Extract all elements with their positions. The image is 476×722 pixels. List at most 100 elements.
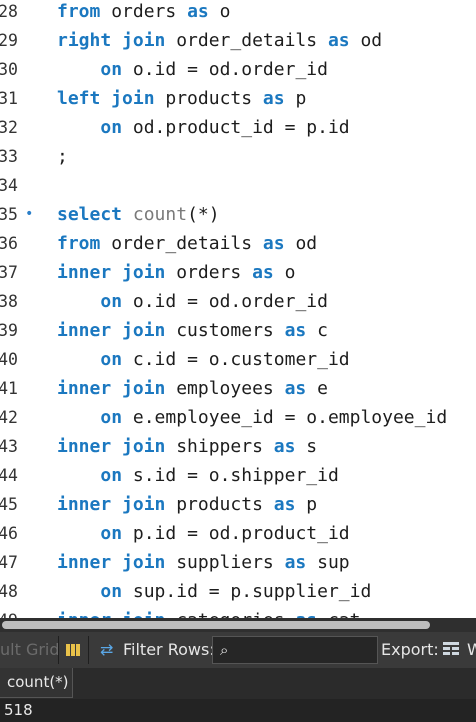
scrollbar-thumb[interactable] [2, 621, 430, 629]
code-line[interactable]: 38 on o.id = od.order_id [0, 287, 476, 316]
sql-keyword: as [273, 436, 296, 457]
code-text: inner join suppliers as sup [57, 548, 350, 577]
sql-keyword: from [57, 1, 101, 22]
export-label: Export: [381, 640, 439, 659]
line-number: 49 [0, 606, 18, 618]
sql-text: p [284, 88, 307, 109]
code-text: on o.id = od.order_id [57, 55, 328, 84]
code-text: right join order_details as od [57, 26, 382, 55]
line-number: 45 [0, 495, 18, 514]
export-table-icon[interactable] [443, 642, 459, 658]
toolbar-divider [88, 636, 89, 664]
sql-keyword: as [284, 552, 307, 573]
sql-text [57, 349, 100, 370]
sql-text: categories [165, 610, 295, 618]
sql-keyword: on [100, 523, 123, 544]
sql-text: orders [100, 1, 188, 22]
code-text: inner join customers as c [57, 316, 328, 345]
line-number: 41 [0, 379, 18, 398]
code-line[interactable]: 46 on p.id = od.product_id [0, 519, 476, 548]
filter-rows-search-box[interactable]: ⌕ [212, 636, 378, 664]
result-cell[interactable]: 518 [0, 699, 476, 722]
code-text: on s.id = o.shipper_id [57, 461, 338, 490]
code-line[interactable]: 40 on c.id = o.customer_id [0, 345, 476, 374]
sql-function: count [132, 204, 188, 225]
sql-keyword: inner join [57, 262, 166, 283]
sql-text: od [349, 30, 383, 51]
code-text: inner join orders as o [57, 258, 295, 287]
line-number: 35 [0, 205, 18, 224]
code-line[interactable]: 44 on s.id = o.shipper_id [0, 461, 476, 490]
code-line[interactable]: 32 on od.product_id = p.id [0, 113, 476, 142]
magnifier-icon: ⌕ [220, 641, 229, 659]
sql-keyword: left join [57, 88, 155, 109]
code-line[interactable]: 42 on e.employee_id = o.employee_id [0, 403, 476, 432]
code-text: on e.employee_id = o.employee_id [57, 403, 447, 432]
sql-keyword: on [100, 291, 123, 312]
sql-text: cat [317, 610, 361, 618]
code-text: ; [57, 142, 68, 171]
line-number: 33 [0, 147, 18, 166]
code-line[interactable]: 49 inner join categories as cat [0, 606, 476, 618]
sql-keyword: as [284, 378, 307, 399]
sql-keyword: select [57, 204, 123, 225]
line-number: 30 [0, 60, 18, 79]
sql-keyword: inner join [57, 610, 165, 618]
result-grid-tab[interactable]: ult Grid [0, 640, 58, 659]
code-line[interactable]: 30 on o.id = od.order_id [0, 55, 476, 84]
sql-keyword: inner join [57, 552, 166, 573]
filter-rows-input[interactable] [239, 639, 377, 663]
sql-text: products [154, 88, 263, 109]
code-line[interactable]: 29 right join order_details as od [0, 26, 476, 55]
code-line[interactable]: 34 [0, 171, 476, 200]
sql-keyword: on [100, 117, 123, 138]
sql-text [57, 59, 100, 80]
wrap-cell-button[interactable]: W [467, 640, 476, 659]
sql-keyword: as [295, 610, 317, 618]
sql-text: od.product_id = p.id [122, 117, 350, 138]
line-number: 39 [0, 321, 18, 340]
sql-text: c.id = o.customer_id [122, 349, 350, 370]
sql-keyword: as [187, 1, 209, 22]
sql-text: o.id = od.order_id [122, 291, 328, 312]
sql-keyword: as [252, 262, 274, 283]
sql-text: o [208, 1, 231, 22]
editor-horizontal-scrollbar[interactable] [0, 618, 476, 632]
line-number: 40 [0, 350, 18, 369]
sql-text [57, 407, 100, 428]
filter-refresh-icon[interactable]: ⇄ [100, 640, 114, 659]
code-line[interactable]: 48 on sup.id = p.supplier_id [0, 577, 476, 606]
line-number: 44 [0, 466, 18, 485]
line-number: 34 [0, 176, 18, 195]
code-line[interactable]: 33; [0, 142, 476, 171]
sql-text: od [284, 233, 318, 254]
sql-keyword: on [100, 59, 123, 80]
code-line[interactable]: 35•select count(*) [0, 200, 476, 229]
column-header-count[interactable]: count(*) [0, 668, 73, 698]
sql-text: o.id = od.order_id [122, 59, 328, 80]
sql-text: employees [165, 378, 285, 399]
sql-text: products [165, 494, 274, 515]
line-number: 29 [0, 31, 18, 50]
code-line[interactable]: 39 inner join customers as c [0, 316, 476, 345]
sql-text: c [306, 320, 328, 341]
sql-text: shippers [165, 436, 274, 457]
filter-rows-label: Filter Rows: [123, 640, 215, 659]
result-grid-icon[interactable] [66, 632, 80, 668]
line-number: 32 [0, 118, 18, 137]
sql-text [122, 204, 133, 225]
line-number: 46 [0, 524, 18, 543]
line-number: 38 [0, 292, 18, 311]
sql-keyword: right join [57, 30, 166, 51]
sql-text: e [306, 378, 328, 399]
line-number: 36 [0, 234, 18, 253]
